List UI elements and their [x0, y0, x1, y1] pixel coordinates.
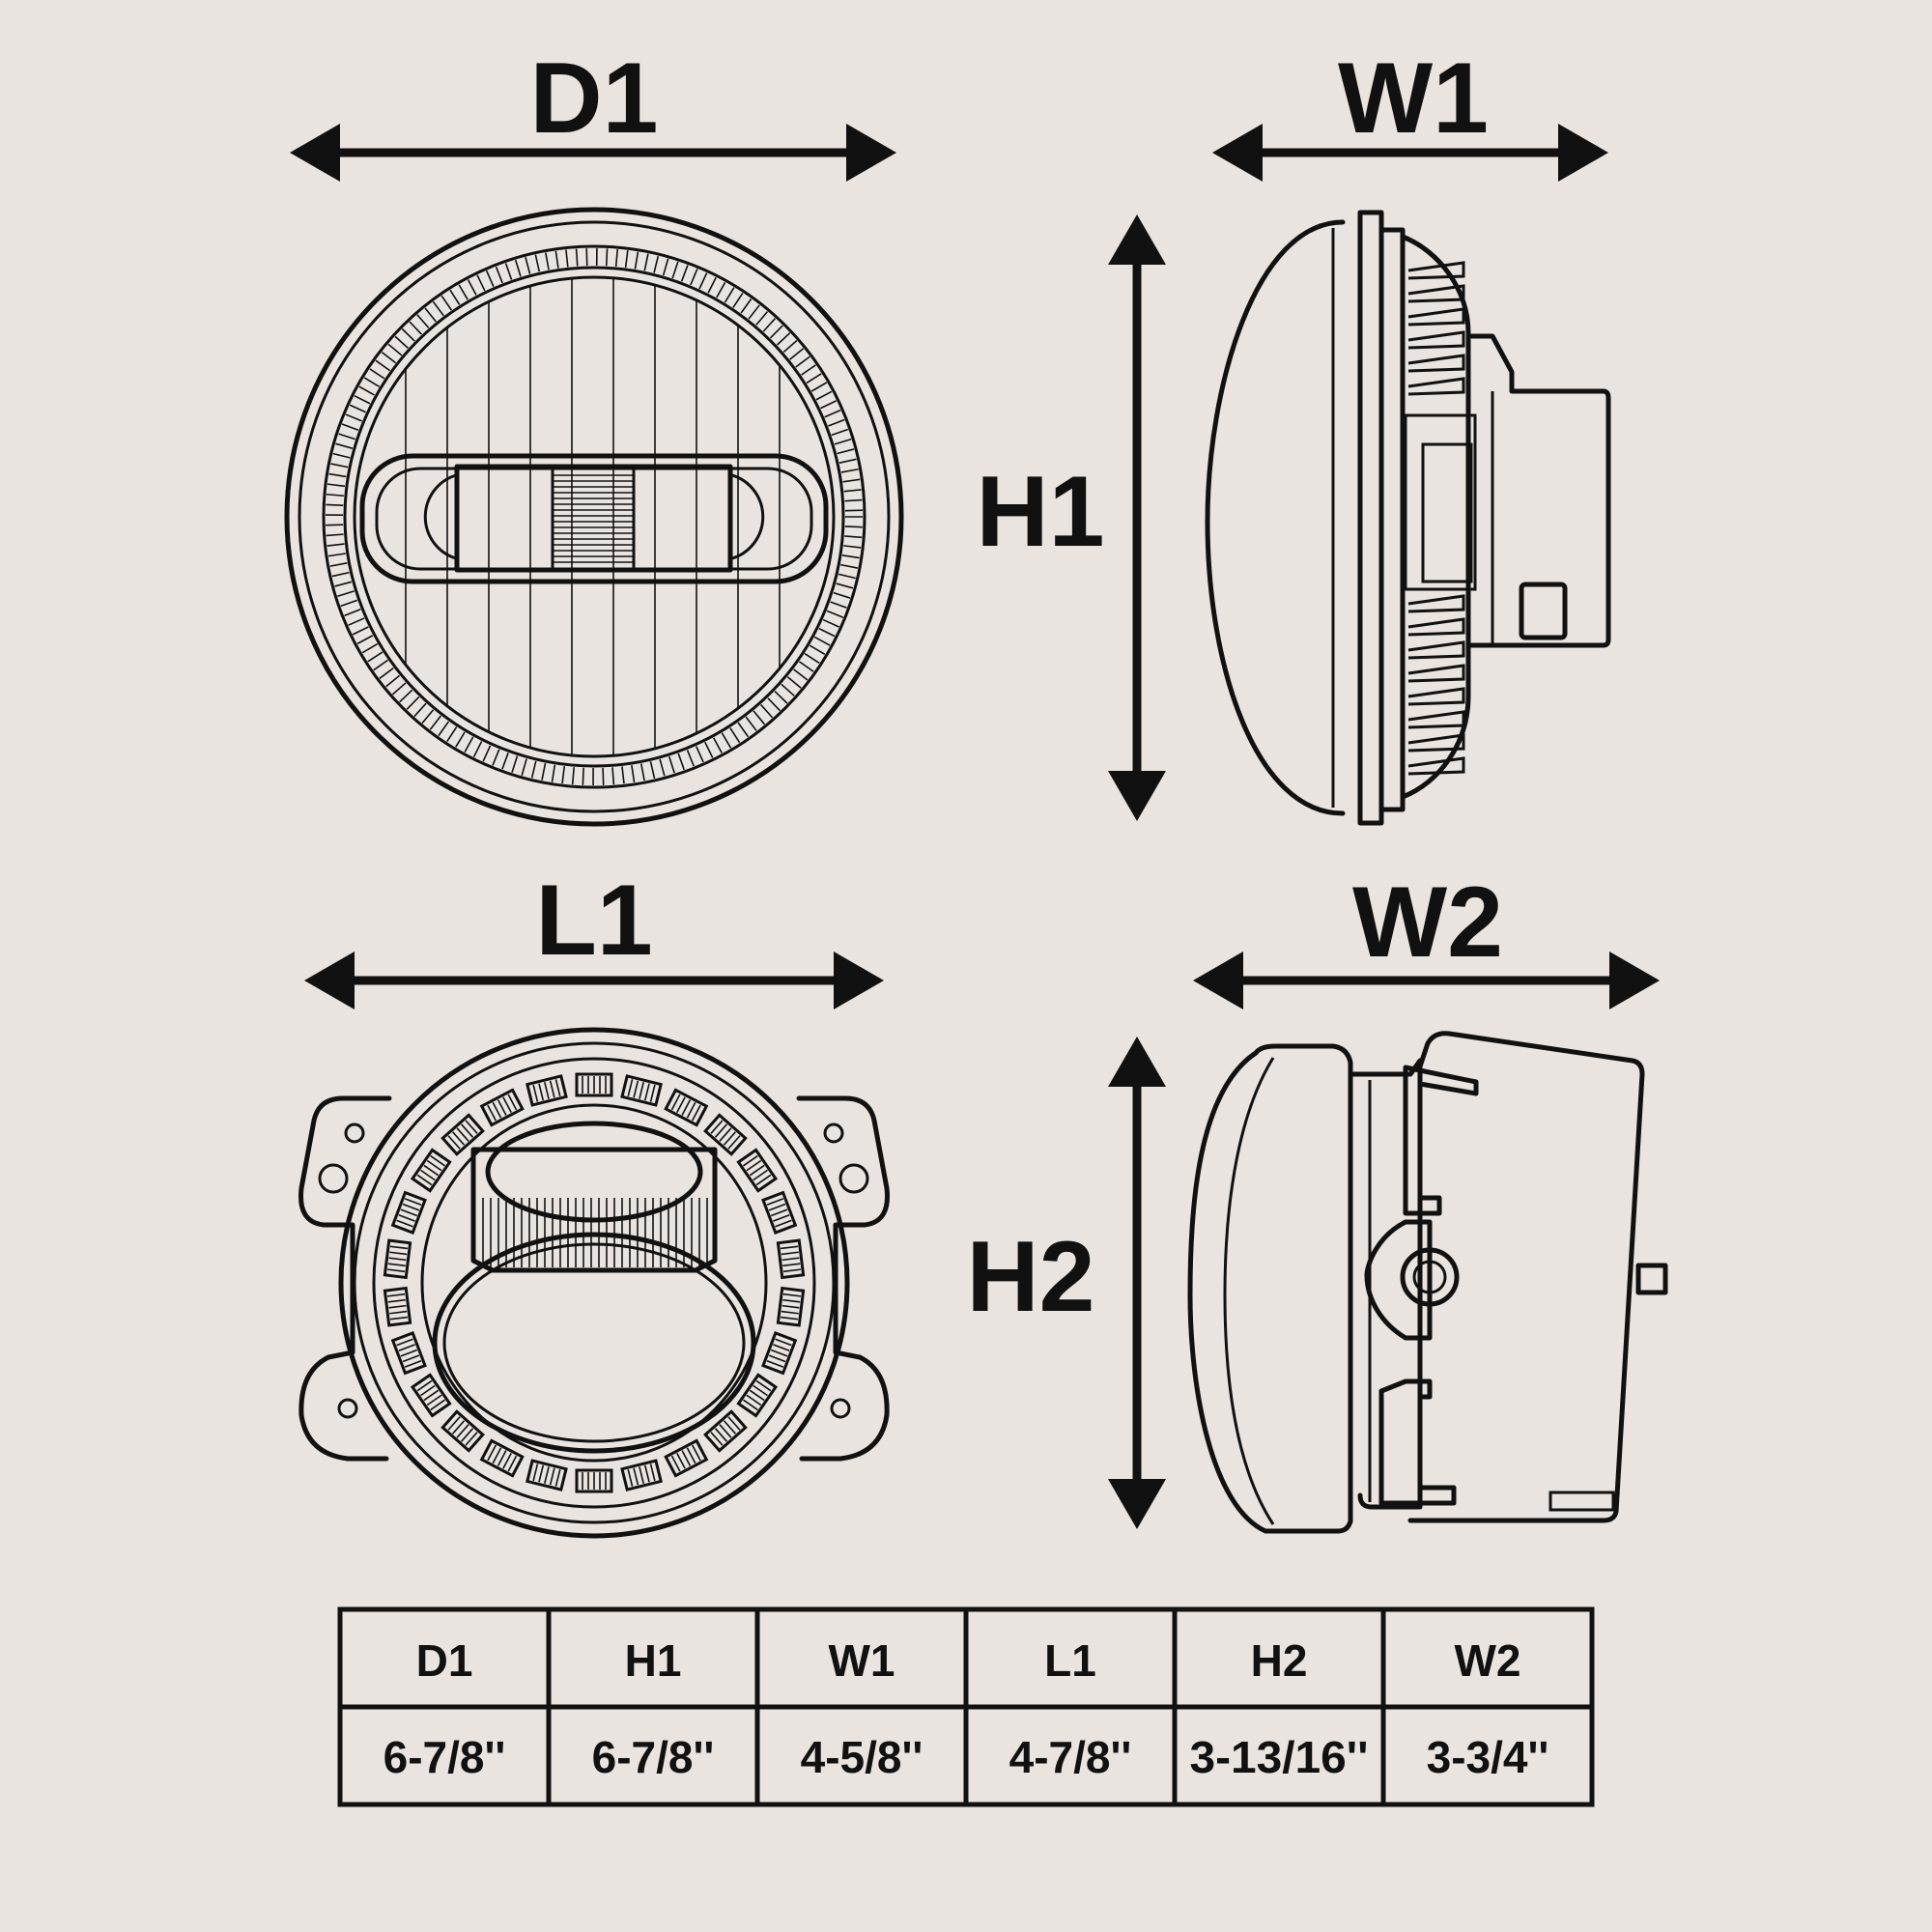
projector-stripes — [551, 467, 636, 570]
value-h1: 6-7/8'' — [592, 1732, 715, 1782]
halo-segments — [326, 248, 863, 786]
fog-led-segments — [383, 1072, 806, 1493]
label-w1: W1 — [1338, 43, 1489, 155]
arrow-l1 — [304, 952, 884, 1009]
arrow-d1 — [290, 124, 896, 182]
header-h1: H1 — [625, 1635, 682, 1686]
header-d1: D1 — [416, 1635, 473, 1686]
header-h2: H2 — [1251, 1635, 1308, 1686]
projector-lens — [454, 464, 733, 573]
value-d1: 6-7/8'' — [384, 1732, 506, 1782]
header-l1: L1 — [1044, 1635, 1096, 1686]
halo-ring-inner — [343, 266, 845, 768]
foglight-side-view — [1187, 1031, 1668, 1534]
arrow-w1 — [1212, 124, 1608, 182]
value-w2: 3-3/4'' — [1427, 1732, 1549, 1782]
fog-upper-lens — [485, 1121, 703, 1223]
label-h2: H2 — [967, 1221, 1095, 1333]
heatsink-fins-top — [1407, 261, 1465, 396]
fog-reflector-stripes — [482, 1198, 708, 1267]
center-bar — [359, 453, 829, 584]
header-w1: W1 — [829, 1635, 895, 1686]
label-w2: W2 — [1352, 867, 1503, 979]
header-w2: W2 — [1455, 1635, 1521, 1686]
label-d1: D1 — [530, 43, 659, 155]
arrow-w2 — [1193, 952, 1660, 1009]
arrow-h1 — [1108, 214, 1166, 821]
value-l1: 4-7/8'' — [1009, 1732, 1132, 1782]
dimension-table: D1 H1 W1 L1 H2 W2 6-7/8'' 6-7/8'' 4-5/8'… — [337, 1606, 1595, 1807]
label-l1: L1 — [535, 865, 652, 977]
headlight-side-view — [1205, 210, 1611, 826]
value-w1: 4-5/8'' — [801, 1732, 923, 1782]
arrow-h2 — [1108, 1037, 1166, 1529]
halo-ring-outer — [322, 244, 867, 789]
heatsink-fins-bottom — [1407, 594, 1465, 776]
lens-ribs — [405, 277, 781, 756]
label-h1: H1 — [977, 456, 1105, 568]
value-h2: 3-13/16'' — [1190, 1732, 1369, 1782]
fog-lower-lens — [432, 1232, 756, 1454]
foglight-front-view — [298, 1027, 891, 1539]
headlight-front-view — [284, 207, 904, 827]
